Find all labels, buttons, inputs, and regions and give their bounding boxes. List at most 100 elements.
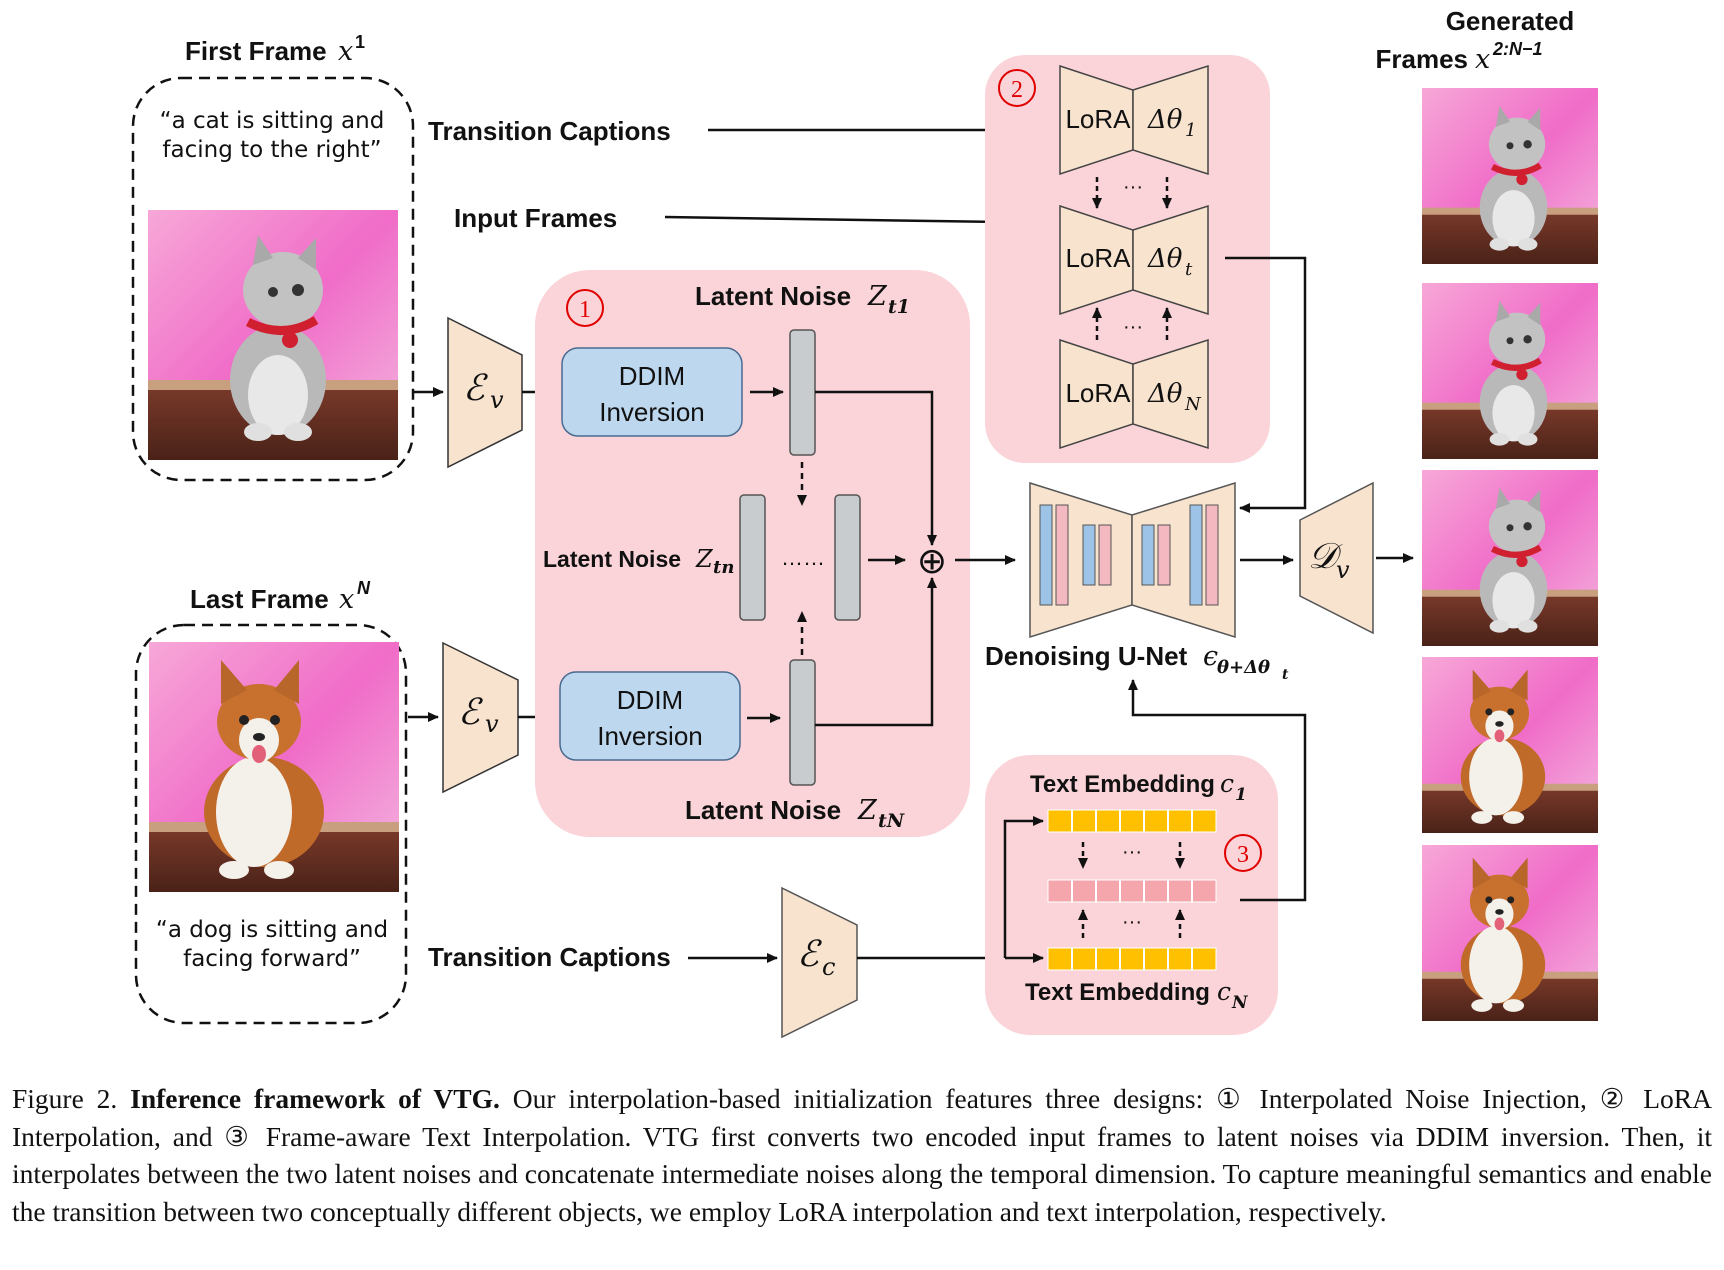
last-frame-dashed-box bbox=[134, 623, 408, 1025]
embedding-cN bbox=[1047, 947, 1217, 971]
latent-noise-tn-label: Latent Noise bbox=[543, 546, 681, 572]
generated-frames-label: Frames bbox=[1376, 44, 1469, 74]
text-embedding-cN-label: Text Embedding bbox=[1025, 979, 1210, 1006]
noise-bar-tn-left bbox=[739, 494, 766, 621]
caption-title: Inference framework of VTG. bbox=[130, 1083, 500, 1114]
lora-1-label: LoRA bbox=[1065, 104, 1131, 134]
delta-N-sub: N bbox=[1184, 394, 1202, 415]
panel-text-interpolation: Text Embedding c 1 ··· 3 ··· bbox=[985, 679, 1307, 1035]
framework-diagram: First Frame x 1 “a cat is sitting and fa… bbox=[131, 6, 1598, 1039]
unet-eps: ϵ bbox=[1203, 641, 1218, 672]
first-frame-label: First Frame bbox=[185, 36, 327, 66]
ddim-inversion-top bbox=[561, 347, 743, 437]
z-tn-symbol: Z bbox=[695, 545, 714, 573]
ddim-top-line1: DDIM bbox=[619, 361, 685, 391]
unet-sub: θ+Δθ bbox=[1217, 657, 1270, 678]
unet-sub-t: t bbox=[1282, 667, 1289, 683]
delta-1-sub: 1 bbox=[1185, 120, 1196, 141]
text-encoder-branch: Transition Captions ℰ c bbox=[428, 886, 1005, 1039]
cat-caption-line-2: facing to the right” bbox=[162, 137, 381, 163]
transition-captions-top-label: Transition Captions bbox=[428, 116, 671, 146]
top-inputs: Transition Captions Input Frames bbox=[428, 116, 1038, 395]
latent-noise-t1-label: Latent Noise bbox=[695, 281, 851, 311]
last-frame-sup: N bbox=[357, 578, 371, 598]
dog-caption-line-1: “a dog is sitting and bbox=[156, 917, 388, 943]
generated-frame-5 bbox=[1422, 845, 1598, 1021]
encoder-c-sub: c bbox=[822, 953, 835, 981]
generated-frame-1 bbox=[1422, 88, 1598, 264]
number-3-badge: 3 bbox=[1237, 842, 1249, 868]
noise-bar-t1 bbox=[789, 329, 816, 456]
text-embedding-c1-label: Text Embedding bbox=[1030, 771, 1215, 798]
delta-t: Δθ bbox=[1147, 244, 1183, 274]
dog-image bbox=[149, 642, 399, 892]
z-tN-sub: tN bbox=[878, 810, 905, 832]
lora-dots-bottom: ··· bbox=[1123, 316, 1143, 338]
lora-N-label: LoRA bbox=[1065, 378, 1131, 408]
encoder-v-symbol: ℰ bbox=[463, 368, 488, 409]
encoder-v-bottom-symbol: ℰ bbox=[458, 692, 483, 733]
denoising-unet: Denoising U-Net ϵ θ+Δθ t bbox=[985, 481, 1294, 683]
last-frame-label: Last Frame bbox=[190, 584, 329, 614]
first-frame-group: First Frame x 1 “a cat is sitting and fa… bbox=[131, 32, 415, 482]
generated-symbol: x bbox=[1475, 44, 1490, 75]
text-dots-top: ··· bbox=[1122, 841, 1142, 863]
embedding-c1 bbox=[1047, 809, 1217, 833]
encoder-v-sub: v bbox=[490, 386, 504, 414]
z-t1-symbol: Z bbox=[867, 281, 888, 312]
encoder-v-bottom-sub: v bbox=[485, 710, 499, 738]
caption-body: Our interpolation-based initialization f… bbox=[12, 1083, 1712, 1227]
ddim-inversion-bottom bbox=[559, 671, 741, 761]
generated-frame-3 bbox=[1422, 470, 1598, 646]
panel-lora-interpolation: 2 LoRA Δθ 1 ··· LoRA Δθ t ··· LoRA Δθ N bbox=[985, 55, 1307, 513]
ddim-bottom-line2: Inversion bbox=[597, 721, 703, 751]
decoder-v: 𝒟 v bbox=[1299, 481, 1414, 635]
lora-dots-top: ··· bbox=[1123, 176, 1143, 198]
sum-symbol: ⊕ bbox=[917, 541, 947, 582]
generated-frame-2 bbox=[1422, 283, 1598, 459]
cN-sub: N bbox=[1231, 993, 1249, 1013]
first-frame-symbol: x bbox=[338, 36, 353, 67]
cat-image bbox=[148, 210, 398, 460]
embedding-ct bbox=[1047, 879, 1217, 903]
decoder-v-sub: v bbox=[1336, 556, 1350, 584]
number-2-badge: 2 bbox=[1011, 77, 1023, 103]
generated-label: Generated bbox=[1446, 6, 1575, 36]
generated-frame-4 bbox=[1422, 657, 1598, 833]
delta-t-sub: t bbox=[1185, 259, 1193, 280]
noise-dots: …… bbox=[781, 545, 825, 570]
noise-bar-tn-right bbox=[834, 494, 861, 621]
cN-symbol: c bbox=[1217, 977, 1231, 1006]
last-frame-group: Last Frame x N “a dog is sitting and fac… bbox=[134, 578, 408, 1025]
generated-sup: 2:N−1 bbox=[1492, 39, 1543, 59]
lora-t-label: LoRA bbox=[1065, 243, 1131, 273]
z-tN-symbol: Z bbox=[857, 795, 878, 826]
delta-1: Δθ bbox=[1147, 105, 1183, 135]
delta-N: Δθ bbox=[1147, 379, 1183, 409]
ddim-bottom-line1: DDIM bbox=[617, 685, 683, 715]
first-frame-sup: 1 bbox=[355, 32, 365, 52]
caption-fig-number: Figure 2. bbox=[12, 1083, 118, 1114]
c1-sub: 1 bbox=[1235, 785, 1247, 805]
z-t1-sub: t1 bbox=[888, 296, 910, 318]
number-1-badge: 1 bbox=[579, 297, 591, 323]
text-dots-bottom: ··· bbox=[1122, 911, 1142, 933]
first-frame-dashed-box bbox=[131, 76, 415, 482]
dog-caption-line-2: facing forward” bbox=[183, 946, 361, 972]
ddim-top-line2: Inversion bbox=[599, 397, 705, 427]
figure-caption: Figure 2. Inference framework of VTG. Ou… bbox=[12, 1080, 1712, 1230]
last-frame-symbol: x bbox=[339, 584, 354, 615]
c1-symbol: c bbox=[1220, 769, 1234, 798]
encoder-c-symbol: ℰ bbox=[797, 934, 822, 975]
transition-captions-bottom-label: Transition Captions bbox=[428, 942, 671, 972]
panel-noise-injection: 1 Latent Noise Z t1 DDIM Inversion Laten… bbox=[535, 270, 1016, 837]
latent-noise-tN-label: Latent Noise bbox=[685, 795, 841, 825]
encoder-v-bottom: ℰ v bbox=[408, 641, 554, 794]
input-frames-label: Input Frames bbox=[454, 203, 617, 233]
generated-frames: Generated Frames x 2:N−1 bbox=[1376, 6, 1598, 1021]
cat-caption-line-1: “a cat is sitting and bbox=[160, 108, 385, 134]
noise-bar-tN bbox=[789, 659, 816, 786]
z-tn-sub: tn bbox=[713, 557, 734, 578]
unet-label: Denoising U-Net bbox=[985, 641, 1188, 671]
